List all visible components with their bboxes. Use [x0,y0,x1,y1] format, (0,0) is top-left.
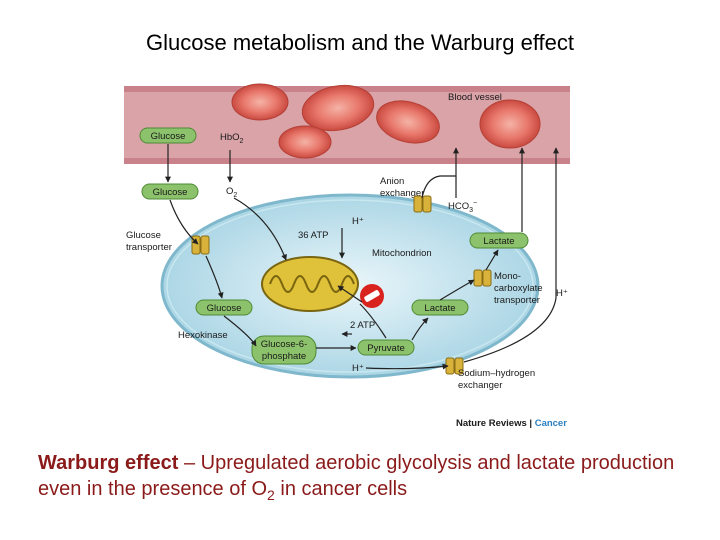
atp-36-label: 36 ATP [298,230,328,241]
mitochondrion-label: Mitochondrion [372,248,432,259]
blood-vessel-label: Blood vessel [448,92,502,103]
mct-label-1: Mono- [494,271,521,282]
h-plus-bottom-label: H⁺ [352,363,364,374]
caption-o2-sub: 2 [267,487,275,503]
o2-label: O2 [226,186,237,199]
atp-2-label: 2 ATP [350,320,375,331]
caption-text-2: in cancer cells [274,478,408,500]
glucose-transporter-label-2: transporter [126,242,172,253]
caption-term: Warburg effect [38,452,179,474]
warburg-diagram: Blood vessel Glucose HbO2 Glucose O2 Glu… [124,83,570,429]
hco3-label: HCO3− [448,200,477,214]
g6p-label-1: Glucose-6- [261,339,307,350]
glucose-membrane-label: Glucose [153,187,188,198]
nhe-label-1: Sodium–hydrogen [458,368,535,379]
anion-exchanger-label-2: exchanger [380,188,424,199]
glucose-transporter-label-1: Glucose [126,230,161,241]
red-blood-cells [231,83,541,159]
h-plus-right-label: H⁺ [556,288,568,299]
glucose-blood-label: Glucose [151,131,186,142]
h-plus-top-label: H⁺ [352,216,364,227]
mct-label-3: transporter [494,295,540,306]
pathway-arrows [165,144,559,370]
pyruvate-label: Pyruvate [367,343,405,354]
caption: Warburg effect – Upregulated aerobic gly… [38,450,708,508]
anion-exchanger-icon [413,195,432,213]
mct-label-2: carboxylate [494,283,543,294]
lactate-cell-label: Lactate [424,303,455,314]
anion-exchanger-label-1: Anion [380,176,404,187]
mct-transporter-icon [473,269,492,287]
glucose-cell-label: Glucose [207,303,242,314]
mitochondrion-icon [261,256,359,312]
nhe-transporter-icon [445,357,464,375]
hbo2-label: HbO2 [220,132,244,145]
hexokinase-label: Hexokinase [178,330,228,341]
slide-title: Glucose metabolism and the Warburg effec… [146,30,574,55]
glucose-transporter-icon [191,235,210,255]
lactate-outside-label: Lactate [483,236,514,247]
nhe-label-2: exchanger [458,380,502,391]
g6p-label-2: phosphate [262,351,306,362]
caption-text-1: – Upregulated aerobic glycolysis and lac… [38,452,675,500]
inhibition-icon [360,284,384,308]
credit-line: Nature Reviews | Cancer [456,418,567,429]
